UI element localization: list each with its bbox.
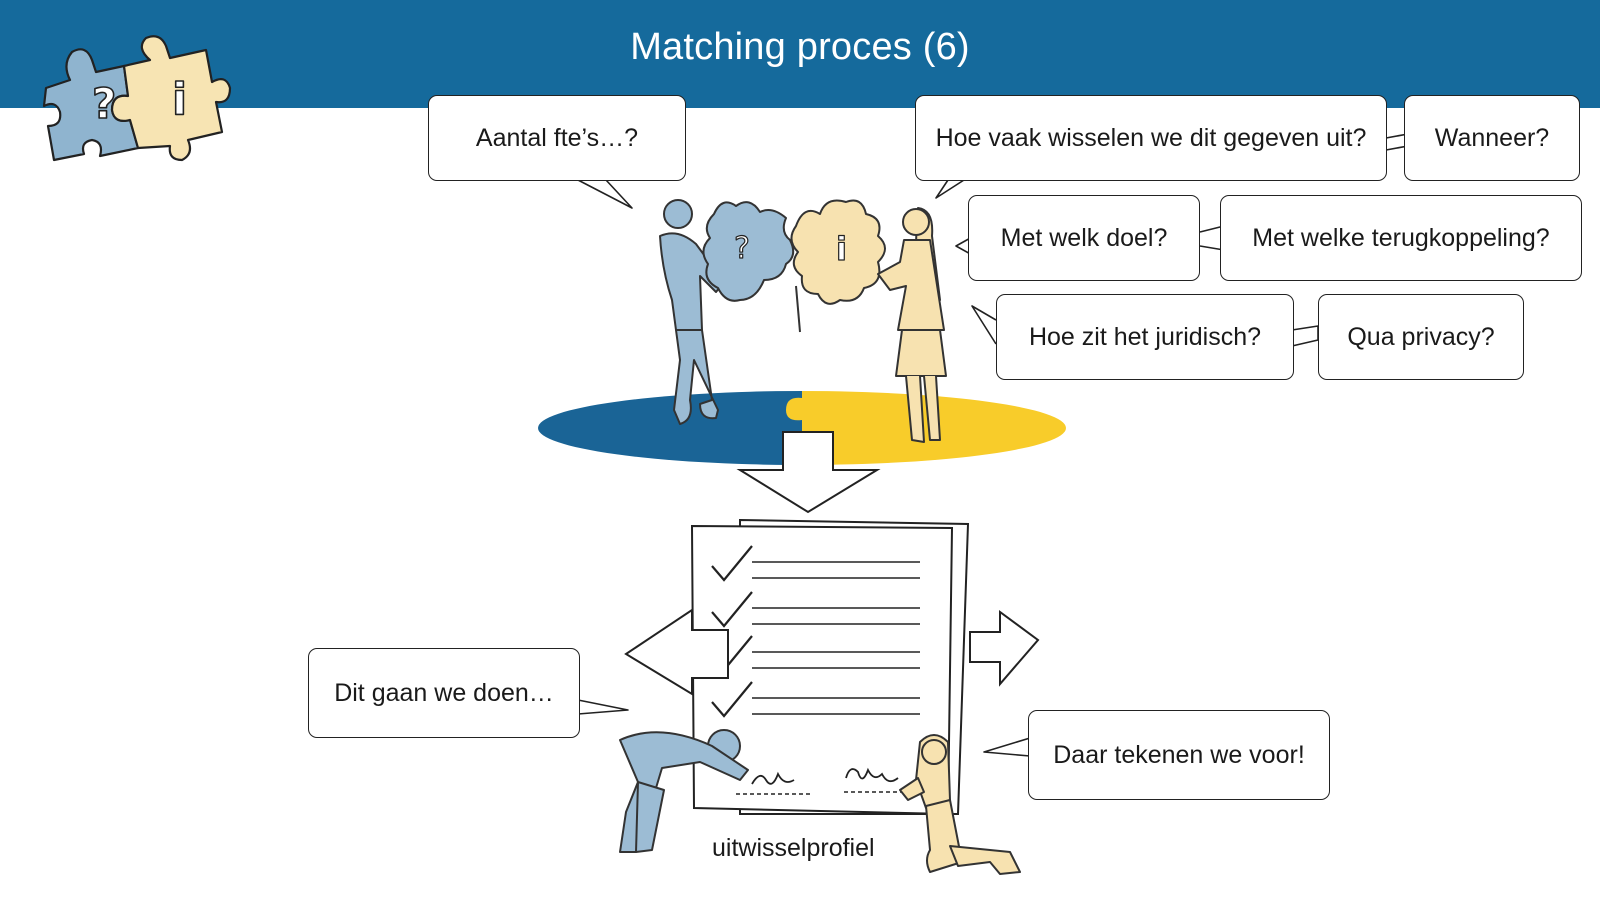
logo-info-symbol: i bbox=[172, 74, 187, 125]
speech-bubble-dit-gaan: Dit gaan we doen… bbox=[308, 648, 580, 738]
person-man-signing bbox=[619, 729, 749, 853]
right-arrow-icon bbox=[969, 610, 1040, 687]
page-title: Matching proces (6) bbox=[630, 26, 970, 68]
person-woman-puzzle: i bbox=[790, 199, 947, 443]
left-arrow-icon bbox=[624, 608, 729, 696]
uitwisselprofiel-document bbox=[690, 518, 970, 816]
bubble-text: Met welk doel? bbox=[1000, 223, 1168, 252]
svg-text:?: ? bbox=[734, 231, 750, 266]
bubble-text: Daar tekenen we voor! bbox=[1053, 740, 1305, 769]
speech-bubble-aantal: Aantal fte’s…? bbox=[428, 95, 686, 181]
speech-bubble-wanneer: Wanneer? bbox=[1404, 95, 1580, 181]
speech-bubble-hoe-vaak: Hoe vaak wisselen we dit gegeven uit? bbox=[915, 95, 1387, 181]
bubble-text: Wanneer? bbox=[1434, 123, 1550, 152]
header-bar: Matching proces (6) bbox=[0, 0, 1600, 108]
svg-text:i: i bbox=[836, 230, 847, 268]
logo-puzzle-icon: ? i bbox=[42, 35, 232, 162]
bubble-text: Dit gaan we doen… bbox=[334, 678, 554, 707]
signature-right bbox=[845, 767, 899, 783]
bubble-text: Aantal fte’s…? bbox=[475, 123, 639, 152]
speech-bubble-juridisch: Hoe zit het juridisch? bbox=[996, 294, 1294, 380]
person-man-puzzle: ? bbox=[659, 199, 801, 425]
speech-bubble-privacy: Qua privacy? bbox=[1318, 294, 1524, 380]
logo-question-mark: ? bbox=[92, 79, 116, 128]
speech-bubble-terugkoppeling: Met welke terugkoppeling? bbox=[1220, 195, 1582, 281]
signature-left bbox=[751, 771, 795, 785]
bubble-text: Hoe vaak wisselen we dit gegeven uit? bbox=[935, 123, 1367, 152]
bubble-text: Met welke terugkoppeling? bbox=[1252, 223, 1550, 252]
meeting-floor bbox=[538, 391, 1066, 465]
document-label: uitwisselprofiel bbox=[712, 834, 875, 862]
bubble-text: Hoe zit het juridisch? bbox=[1028, 322, 1262, 351]
speech-bubble-daar-tekenen: Daar tekenen we voor! bbox=[1028, 710, 1330, 800]
speech-bubble-doel: Met welk doel? bbox=[968, 195, 1200, 281]
down-arrow-icon bbox=[736, 431, 881, 514]
bubble-text: Qua privacy? bbox=[1347, 322, 1495, 351]
person-woman-signing bbox=[899, 734, 1021, 875]
